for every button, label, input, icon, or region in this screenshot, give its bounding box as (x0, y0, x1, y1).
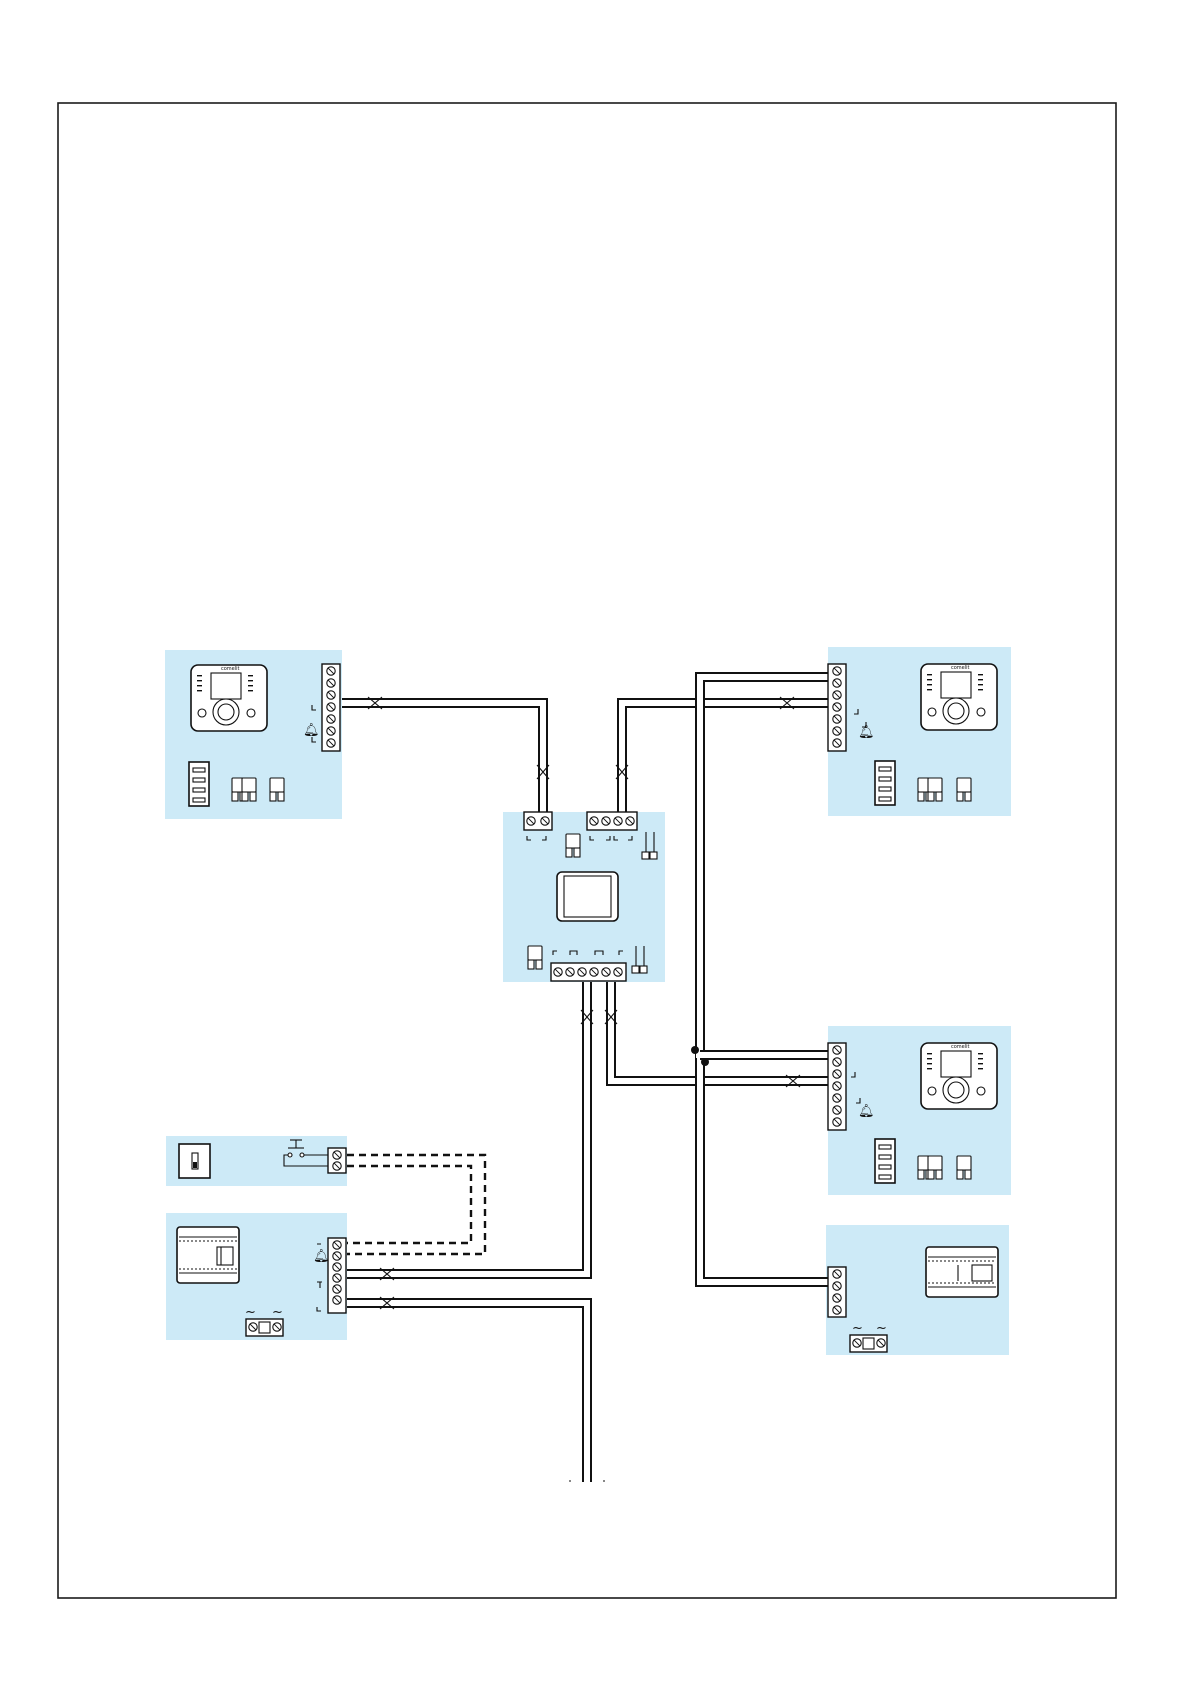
distributor-bottom-terminals (551, 963, 626, 981)
selector-switch (875, 761, 895, 805)
cable-distributor-to-bottom-right (611, 982, 828, 1081)
bell-icon: 🔔︎ (858, 1104, 875, 1119)
junction-dot (701, 1058, 709, 1066)
cable-riser-to-left-supply (347, 982, 587, 1274)
bell-icon: 🔔︎ (313, 1249, 330, 1264)
terminal-strip-top-left (322, 664, 340, 751)
monitor-brand-label: comelit (951, 1044, 970, 1050)
terminal-strip-power-left (328, 1238, 346, 1313)
terminal-strip-top-right (828, 664, 846, 751)
ac-input-terminals-left (246, 1319, 283, 1336)
ac-tilde-icon: ~ (245, 1305, 256, 1320)
dashed-wire-outer (347, 1155, 485, 1254)
terminal-strip-power-right (828, 1267, 846, 1317)
bell-icon: 🔔︎ (303, 723, 320, 738)
ac-tilde-icon: ~ (852, 1321, 863, 1336)
monitor-top-left: comelit (191, 665, 267, 731)
power-supply-right (926, 1247, 998, 1297)
door-push-button (179, 1144, 210, 1178)
monitor-bottom-right: comelit (921, 1043, 997, 1109)
distributor-top-right-terminals (587, 812, 637, 830)
dashed-wire-inner (347, 1166, 471, 1243)
ac-input-terminals-right (850, 1335, 887, 1352)
terminal-strip-bottom-right (828, 1043, 846, 1130)
cable-right-power-bus (700, 677, 828, 1282)
cable-riser-down (347, 1303, 587, 1482)
cable-top-left-to-distributor (342, 703, 543, 812)
cable-top-right-to-distributor (622, 703, 828, 812)
selector-switch (875, 1139, 895, 1183)
distributor-top-left-terminals (524, 812, 552, 830)
monitor-top-right: comelit (921, 664, 997, 730)
monitor-brand-label: comelit (221, 666, 240, 672)
ac-tilde-icon: ~ (876, 1321, 887, 1336)
power-supply-left (177, 1227, 239, 1283)
selector-switch (189, 762, 209, 806)
push-button-terminals (328, 1148, 346, 1173)
monitor-brand-label: comelit (951, 665, 970, 671)
junction-dot (691, 1046, 699, 1054)
ac-tilde-icon: ~ (272, 1305, 283, 1320)
distributor-module (557, 872, 618, 921)
